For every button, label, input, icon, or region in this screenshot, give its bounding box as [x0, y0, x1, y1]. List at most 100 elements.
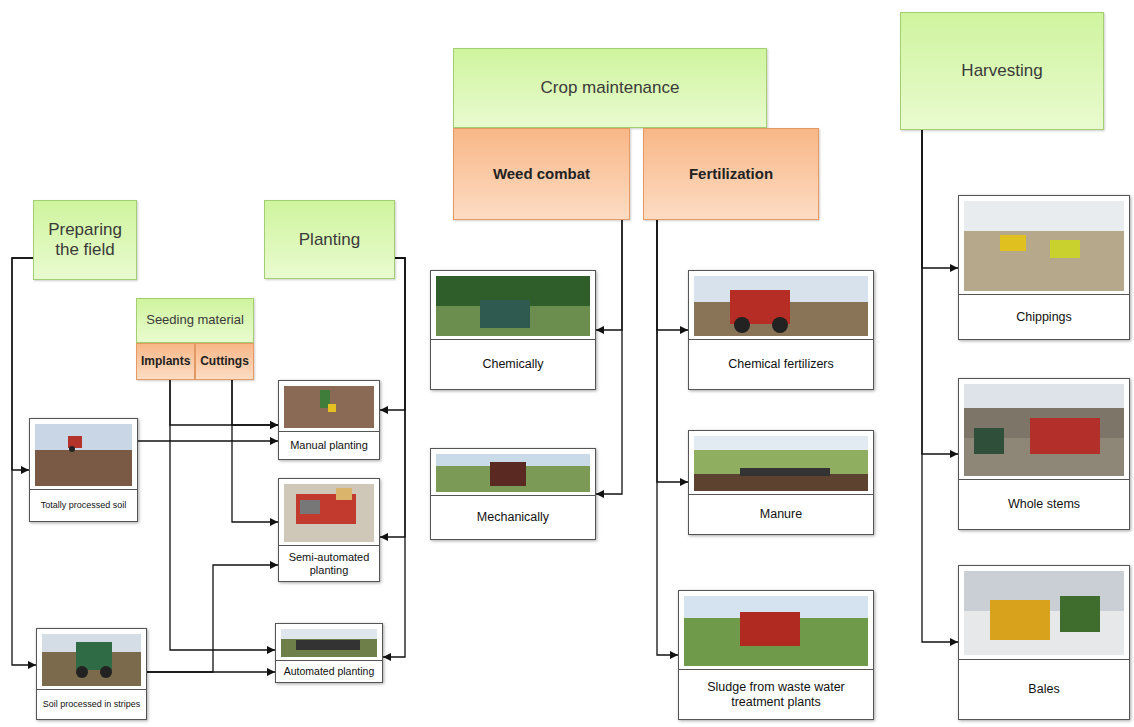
planting-photo — [284, 386, 374, 428]
caption-text: Bales — [1028, 682, 1059, 696]
stage-box: Planting — [264, 200, 395, 279]
sludge-photo — [684, 596, 868, 666]
material-box: Cuttings — [195, 343, 254, 380]
baler — [990, 600, 1050, 640]
caption-band: Bales — [959, 659, 1129, 719]
caption-band: Totally processed soil — [30, 489, 137, 521]
photo-box: Bales — [958, 565, 1130, 720]
box-label: Harvesting — [961, 61, 1042, 81]
flow-arrow — [232, 380, 278, 425]
flow-arrow — [596, 220, 622, 330]
caption-text: Chemically — [482, 357, 543, 371]
photo-box: Chippings — [958, 195, 1130, 340]
box-label: Cuttings — [200, 355, 249, 369]
flow-arrow — [12, 258, 36, 665]
box-label: Seeding material — [146, 313, 244, 328]
hopper — [300, 500, 320, 514]
sprayer-photo — [436, 276, 590, 336]
caption-band: Automated planting — [276, 660, 382, 682]
wheel — [734, 317, 750, 333]
sky — [35, 424, 132, 450]
photo-box: Chemical fertilizers — [688, 270, 874, 390]
wheel — [100, 666, 112, 678]
field-photo — [35, 424, 132, 486]
tractor — [480, 300, 530, 328]
flow-arrow — [380, 258, 405, 410]
crate — [336, 488, 352, 500]
flow-arrow — [138, 440, 278, 441]
box-label: Weed combat — [493, 165, 590, 182]
caption-text: Whole stems — [1008, 497, 1080, 511]
flow-arrow — [657, 220, 688, 482]
photo-box: Mechanically — [430, 448, 596, 540]
caption-band: Chemical fertilizers — [689, 339, 873, 389]
trailer — [1050, 240, 1080, 258]
harvest-photo — [964, 571, 1124, 655]
caption-band: Sludge from waste water treatment plants — [679, 669, 873, 719]
manure — [694, 474, 868, 491]
harrow — [740, 468, 830, 476]
caption-text: Sludge from waste water treatment plants — [683, 680, 869, 709]
weeder-photo — [436, 454, 590, 492]
photo-box: Whole stems — [958, 378, 1130, 530]
caption-text: Automated planting — [284, 665, 374, 677]
box-label: Planting — [299, 230, 360, 250]
manure-photo — [694, 436, 868, 491]
box-label: Crop maintenance — [541, 78, 680, 98]
soil — [35, 450, 132, 486]
ground — [284, 484, 374, 542]
sky — [964, 201, 1124, 231]
photo-box: Chemically — [430, 270, 596, 390]
can — [328, 404, 336, 412]
caption-band: Manual planting — [279, 431, 379, 459]
caption-text: Chippings — [1016, 310, 1072, 324]
caption-band: Mechanically — [431, 495, 595, 539]
flow-arrow — [147, 671, 275, 672]
caption-text: Manure — [760, 507, 802, 521]
sky — [964, 384, 1124, 408]
flow-arrow — [657, 220, 678, 655]
tractor — [76, 642, 112, 670]
tractor — [1060, 596, 1100, 632]
flow-arrow — [922, 130, 958, 642]
flow-arrow — [383, 258, 405, 657]
material-box: Implants — [136, 343, 195, 380]
wheel — [76, 666, 88, 678]
box-label: Implants — [141, 355, 190, 369]
box-label: Fertilization — [689, 165, 773, 182]
crop — [964, 231, 1124, 291]
caption-band: Soil processed in stripes — [37, 689, 146, 719]
photo-box: Semi-automated planting — [278, 478, 380, 582]
tractor — [974, 428, 1004, 454]
box-label: Preparing the field — [38, 220, 132, 259]
machine — [740, 612, 800, 646]
caption-text: Totally processed soil — [41, 500, 127, 510]
machine — [296, 640, 360, 650]
flow-arrow — [380, 258, 405, 537]
stage-box: Harvesting — [900, 12, 1104, 130]
field — [281, 639, 377, 657]
machine — [1030, 418, 1100, 454]
soil — [284, 386, 374, 428]
stage-box: Crop maintenance — [453, 48, 767, 128]
caption-text: Chemical fertilizers — [728, 357, 834, 371]
caption-band: Manure — [689, 494, 873, 534]
flow-arrow — [232, 380, 278, 522]
planter-photo — [284, 484, 374, 542]
harvest-photo — [964, 201, 1124, 291]
flow-arrow — [170, 380, 278, 425]
material-box: Seeding material — [136, 298, 254, 343]
photo-box: Manual planting — [278, 380, 380, 460]
caption-text: Manual planting — [290, 439, 368, 452]
photo-box: Soil processed in stripes — [36, 628, 147, 720]
caption-band: Chemically — [431, 339, 595, 389]
caption-text: Semi-automated planting — [283, 551, 375, 576]
flow-arrow — [147, 565, 278, 672]
tractor — [68, 436, 82, 448]
tractor — [490, 462, 526, 486]
harvester — [1000, 235, 1026, 251]
flow-arrow — [922, 130, 958, 268]
photo-box: Totally processed soil — [29, 418, 138, 522]
flow-arrow — [657, 220, 688, 330]
harvest-photo — [964, 384, 1124, 476]
